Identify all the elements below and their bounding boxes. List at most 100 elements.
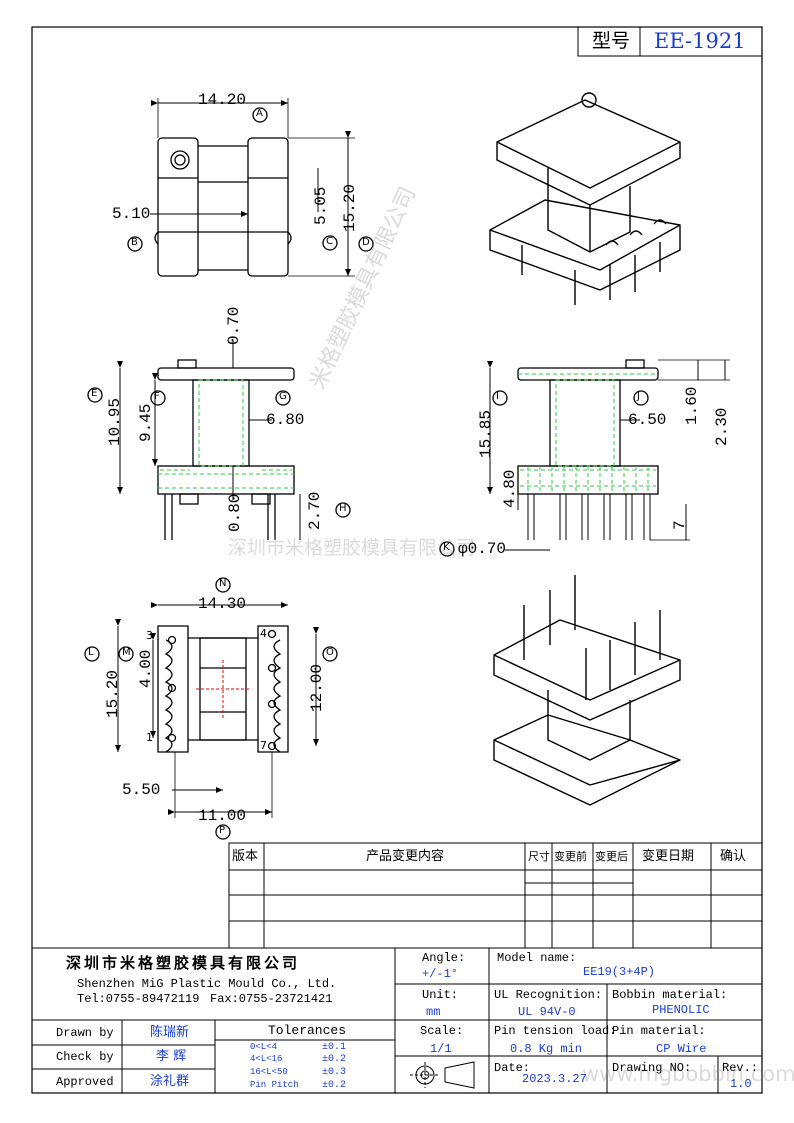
type-label: 型号 — [592, 30, 631, 52]
tolerance-range-3: 16<L<50 — [250, 1067, 288, 1077]
revision-table — [228, 842, 763, 949]
title-block-grid — [31, 26, 763, 1094]
rev-header-date: 变更日期 — [642, 849, 695, 864]
tension-value: 0.8 Kg min — [510, 1042, 583, 1056]
callout-k: K — [443, 542, 450, 553]
dim-side-base: 4.80 — [501, 469, 519, 508]
pin-material-value: CP Wire — [656, 1042, 707, 1056]
front-view — [87, 340, 351, 540]
ul-value: UL 94V-0 — [518, 1005, 576, 1019]
dim-bottom-width: 14.30 — [198, 595, 247, 613]
callout-g: G — [279, 391, 287, 402]
watermark-url: www.mgbobbin.com — [582, 1062, 794, 1086]
pin-material-label: Pin material: — [612, 1024, 706, 1038]
callout-a: A — [256, 108, 263, 119]
company-tel: Tel:0755-89472119 — [77, 992, 200, 1006]
tolerance-value-3: ±0.3 — [322, 1067, 347, 1078]
bobbin-label: Bobbin material: — [612, 988, 728, 1002]
dim-bottom-pin-span: 11.00 — [198, 807, 247, 825]
tolerance-range-4: Pin Pitch — [250, 1080, 299, 1090]
rev-value: 1.0 — [730, 1077, 752, 1091]
projection-symbol-icon — [410, 1061, 475, 1089]
rev-header-size: 尺寸 — [528, 850, 550, 863]
dim-bottom-height: 15.20 — [104, 669, 122, 718]
ul-label: UL Recognition: — [494, 988, 603, 1002]
pin-number-7: 7 — [260, 739, 267, 752]
dim-front-pin: 2.70 — [306, 491, 324, 530]
callout-i: I — [496, 391, 499, 402]
callout-d: D — [362, 237, 370, 248]
pin-number-3: 3 — [146, 629, 153, 642]
dim-side-width: 6.50 — [628, 411, 667, 429]
unit-value: mm — [426, 1005, 441, 1019]
dim-front-inner: 9.45 — [137, 403, 155, 442]
rev-header-version: 版本 — [232, 849, 259, 864]
drawn-by-label: Drawn by — [56, 1026, 114, 1040]
drawing-no-label: Drawing NO: — [612, 1061, 692, 1075]
check-by-label: Check by — [56, 1050, 114, 1064]
callout-j: J — [637, 391, 640, 402]
callout-f: F — [154, 391, 160, 402]
callout-m: M — [122, 647, 131, 658]
dim-bottom-pitch: 4.00 — [137, 649, 155, 688]
dim-top-slot: 5.05 — [312, 186, 330, 225]
tolerance-range-1: 0<L<4 — [250, 1042, 278, 1052]
tolerance-value-2: ±0.2 — [322, 1054, 347, 1065]
rev-header-confirm: 确认 — [720, 849, 747, 864]
callout-h: H — [339, 503, 347, 514]
callout-l: L — [88, 647, 94, 658]
callout-e: E — [91, 388, 98, 399]
approved-label: Approved — [56, 1075, 114, 1089]
callout-n: N — [219, 578, 227, 589]
scale-value: 1/1 — [430, 1042, 452, 1056]
dim-top-inner: 5.10 — [112, 205, 151, 223]
unit-label: Unit: — [422, 988, 459, 1002]
dim-top-height: 15.20 — [341, 183, 359, 232]
model-label: Model name: — [497, 951, 577, 965]
dim-top-width: 14.20 — [198, 91, 247, 109]
approved-name: 涂礼群 — [150, 1074, 190, 1089]
dim-front-bottom: 0.80 — [226, 493, 244, 532]
bottom-view — [84, 577, 338, 840]
check-by-name: 李 辉 — [156, 1049, 187, 1064]
tolerance-value-1: ±0.1 — [322, 1042, 347, 1053]
rev-header-content: 产品变更内容 — [366, 849, 445, 864]
drawn-by-name: 陈瑞新 — [150, 1025, 190, 1040]
bobbin-value: PHENOLIC — [652, 1003, 710, 1017]
date-label: Date: — [494, 1061, 531, 1075]
model-code: EE-1921 — [654, 29, 746, 53]
callout-o: O — [326, 647, 334, 658]
tolerance-range-2: 4<L<16 — [250, 1054, 283, 1064]
model-value: EE19(3+4P) — [583, 965, 656, 979]
dim-side-height: 15.85 — [477, 409, 495, 458]
rev-header-after: 变更后 — [595, 850, 628, 863]
dim-side-flange-a: 1.60 — [683, 386, 701, 425]
angle-value: +/-1° — [422, 967, 459, 981]
isometric-top — [489, 92, 681, 305]
dim-side-pin-len: 7 — [671, 520, 689, 530]
dim-side-pin-dia: φ0.70 — [458, 540, 507, 558]
isometric-bottom — [493, 575, 681, 806]
rev-header-before: 变更前 — [554, 850, 587, 863]
tension-label: Pin tension load: — [494, 1024, 617, 1038]
top-view — [127, 98, 374, 277]
pin-number-4: 4 — [260, 627, 267, 640]
callout-c: C — [326, 236, 333, 247]
scale-label: Scale: — [420, 1024, 464, 1038]
dim-side-flange-b: 2.30 — [713, 407, 731, 446]
side-view — [439, 359, 730, 557]
dim-front-width: 6.80 — [266, 411, 305, 429]
company-fax: Fax:0755-23721421 — [210, 992, 333, 1006]
dim-front-overall: 10.95 — [106, 397, 124, 446]
dim-bottom-offset: 5.50 — [122, 781, 161, 799]
pin-number-1: 1 — [146, 731, 153, 744]
company-name-en: Shenzhen MiG Plastic Mould Co., Ltd. — [77, 977, 337, 991]
angle-label: Angle: — [422, 951, 466, 965]
company-name-cn: 深圳市米格塑胶模具有限公司 — [66, 954, 301, 972]
tolerances-title: Tolerances — [268, 1023, 347, 1038]
tolerance-value-4: ±0.2 — [322, 1080, 347, 1091]
rev-label: Rev.: — [722, 1061, 759, 1075]
dim-front-top: 0.70 — [225, 306, 243, 345]
dim-bottom-span: 12.00 — [308, 663, 326, 712]
